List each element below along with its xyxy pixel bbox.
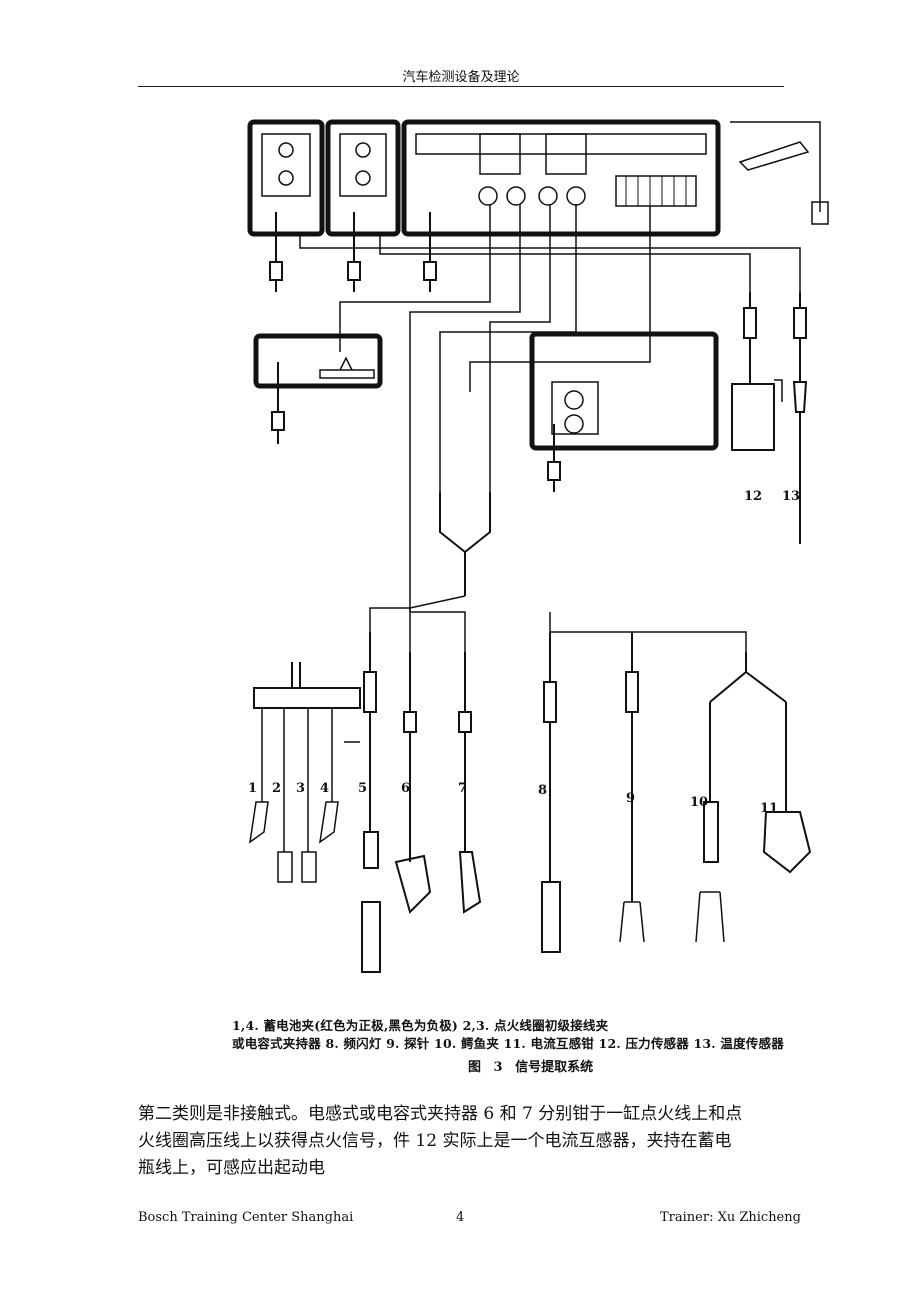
figure-title: 图 3 信号提取系统	[468, 1056, 593, 1075]
page-header-title: 汽车检测设备及理论	[402, 70, 520, 85]
label-1: 1	[248, 781, 257, 796]
label-10: 10	[690, 795, 708, 810]
figure-number: 图 3	[468, 1060, 503, 1075]
instrument-box-left	[253, 333, 383, 389]
label-12: 12	[744, 489, 762, 504]
instrument-box-1	[247, 119, 325, 237]
instrument-box-main	[401, 119, 721, 237]
label-9: 9	[626, 791, 635, 806]
instrument-box-2	[325, 119, 401, 237]
label-8: 8	[538, 783, 547, 798]
footer-page-number: 4	[456, 1210, 465, 1225]
signal-extraction-diagram: 1 2 3 4 5 6 7 8 9 10 11 12 13	[247, 119, 829, 973]
footer-trainer: Trainer: Xu Zhicheng	[660, 1210, 801, 1225]
body-line-2: 火线圈高压线上以获得点火信号，件 12 实际上是一个电流互感器，夹持在蓄电	[138, 1131, 732, 1151]
footer-organization: Bosch Training Center Shanghai	[138, 1210, 354, 1225]
figure-caption-line-2: 或电容式夹持器 8. 频闪灯 9. 探针 10. 鳄鱼夹 11. 电流互感钳 1…	[232, 1036, 784, 1051]
figure-caption-line-1: 1,4. 蓄电池夹(红色为正极,黑色为负极) 2,3. 点火线圈初级接线夹	[232, 1018, 609, 1033]
label-6: 6	[401, 781, 410, 796]
figure-title-text: 信号提取系统	[515, 1060, 594, 1075]
label-5: 5	[358, 781, 367, 796]
label-13: 13	[782, 489, 800, 504]
label-3: 3	[296, 781, 305, 796]
label-4: 4	[320, 781, 329, 796]
body-paragraph: 第二类则是非接触式。电感式或电容式夹持器 6 和 7 分别钳于一缸点火线上和点 …	[138, 1101, 788, 1182]
label-2: 2	[272, 781, 281, 796]
body-line-1: 第二类则是非接触式。电感式或电容式夹持器 6 和 7 分别钳于一缸点火线上和点	[138, 1104, 743, 1124]
instrument-box-center	[529, 331, 719, 451]
label-11: 11	[760, 801, 778, 816]
header-rule	[138, 86, 784, 87]
label-7: 7	[458, 781, 467, 796]
body-line-3: 瓶线上，可感应出起动电	[138, 1158, 325, 1178]
